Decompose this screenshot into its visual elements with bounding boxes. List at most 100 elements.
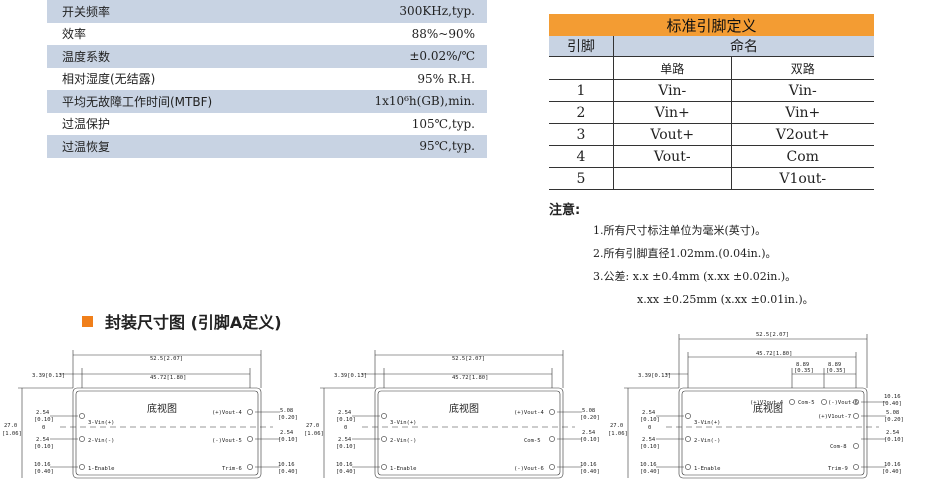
spec-row: 效率 88%~90% (47, 23, 487, 46)
pin-single: Vin- (613, 79, 732, 102)
package-drawing-1: 52.5[2.07] 45.72[1.80] 3.39[0.13] 27.0 [… (2, 350, 298, 479)
package-drawing-2: 52.5[2.07] 45.72[1.80] 3.39[0.13] 27.0 [… (304, 350, 600, 479)
pin-number: 1 (549, 79, 614, 102)
pin-label: (+)Vout-4 (514, 410, 544, 416)
pin-label: 1-Enable (694, 466, 721, 472)
dim-label: [0.20] (278, 415, 298, 421)
pin-label: Com-5 (524, 438, 541, 444)
note-line: 1.所有尺寸标注单位为毫米(英寸)。 (593, 224, 767, 237)
dim-label: [0.10] (580, 437, 600, 443)
dim-label: 2.54 (338, 437, 352, 443)
dim-label: 2.54 (886, 430, 900, 436)
dim-label: 10.16 (34, 462, 51, 468)
note-line: 3.公差: x.x ±0.4mm (x.xx ±0.02in.)。 (593, 270, 797, 283)
pin-label: 1-Enable (88, 466, 115, 472)
dim-label: 2.54 (642, 410, 656, 416)
dim-label: [0.10] (884, 437, 904, 443)
pin-single (613, 167, 732, 190)
dim-label: 10.16 (640, 462, 657, 468)
spec-value: 300KHz,typ. (399, 4, 475, 19)
spec-value: 1x10⁶h(GB),min. (374, 94, 475, 109)
dim-offset: 3.39[0.13] (334, 373, 367, 379)
pin-label: 1-Enable (390, 466, 417, 472)
col-dual: 双路 (731, 56, 874, 80)
pin-label: Com-8 (830, 444, 847, 450)
pin-label: (+)V2out-4 (750, 400, 784, 406)
dim-height-in: [1.06] (304, 431, 324, 437)
col-single: 单路 (613, 56, 732, 80)
pin-single: Vout- (613, 145, 732, 168)
dim-label: [0.35] (826, 368, 846, 374)
dim-label: [0.40] (278, 469, 298, 475)
pin-label: 2-Vin(-) (694, 438, 721, 444)
spec-value: 88%~90% (411, 26, 475, 41)
pin-label: 3-Vin(+) (694, 420, 721, 426)
bottom-view-label: 底视图 (753, 402, 783, 415)
spec-label: 过温恢复 (62, 139, 111, 154)
package-drawing-3: 52.5[2.07] 45.72[1.80] 3.39[0.13] 27.0 [… (608, 332, 904, 479)
pin-label: 2-Vin(-) (88, 438, 115, 444)
dim-height: 27.0 (610, 423, 623, 429)
dim-label: [0.40] (34, 469, 54, 475)
pin-dual: V2out+ (731, 123, 874, 146)
spec-row: 过温保护 105℃,typ. (47, 113, 487, 136)
spec-row: 温度系数±0.02%/℃ (47, 45, 487, 68)
spec-value: 105℃,typ. (411, 116, 475, 131)
dim-label: 10.16 (580, 462, 597, 468)
spec-row: 平均无故障工作时间(MTBF) 1x10⁶h(GB),min. (47, 90, 487, 113)
dim-label: 2.54 (338, 410, 352, 416)
spec-label: 平均无故障工作时间(MTBF) (62, 94, 213, 109)
dim-label: 8.89 (828, 362, 841, 368)
dim-label: [0.10] (640, 417, 660, 423)
spec-label: 过温保护 (62, 117, 111, 132)
dim-label: 2.54 (582, 430, 596, 436)
dim-height-in: [1.06] (608, 431, 628, 437)
dim-label: 10.16 (884, 462, 901, 468)
dim-label: 5.08 (886, 410, 899, 416)
pin-label: Trim-6 (222, 466, 242, 472)
section-heading: 封装尺寸图 (引脚A定义) (82, 309, 282, 333)
notes-title: 注意: (549, 203, 581, 218)
pin-label: (-)Vout-5 (212, 438, 242, 444)
dim-label: 0 (344, 425, 347, 431)
pin-label: (-)Vout-6 (828, 400, 858, 406)
spec-value: 95% R.H. (417, 71, 475, 86)
pin-label: 2-Vin(-) (390, 438, 417, 444)
spec-row: 相对湿度(无结露) 95% R.H. (47, 68, 487, 91)
pin-dual: Com (731, 145, 874, 168)
dim-label: [0.10] (336, 417, 356, 423)
note-line: x.xx ±0.25mm (x.xx ±0.01in.)。 (637, 293, 814, 306)
section-title: 封装尺寸图 (引脚A定义) (105, 313, 282, 332)
pin-single: Vin+ (613, 101, 732, 124)
bullet-square-icon (82, 315, 93, 327)
dim-width: 52.5[2.07] (150, 356, 183, 362)
dim-label: 10.16 (884, 394, 901, 400)
dim-width: 52.5[2.07] (452, 356, 485, 362)
dim-label: [0.40] (580, 469, 600, 475)
bottom-view-label: 底视图 (147, 402, 177, 415)
dim-height: 27.0 (4, 423, 17, 429)
pin-label: (+)Vout-4 (212, 410, 242, 416)
dim-label: 2.54 (36, 437, 50, 443)
notes: 注意: 1.所有尺寸标注单位为毫米(英寸)。 2.所有引脚直径1.02mm.(0… (549, 203, 814, 311)
pin-label: (-)Vout-6 (514, 466, 544, 472)
dim-label: [0.40] (640, 469, 660, 475)
pin-number: 3 (549, 123, 614, 146)
dim-label: 10.16 (336, 462, 353, 468)
spec-label: 相对湿度(无结露) (62, 72, 156, 87)
dim-label: [0.40] (882, 401, 902, 407)
dim-label: [0.40] (882, 469, 902, 475)
pin-label: 3-Vin(+) (88, 420, 115, 426)
dim-label: [0.10] (640, 444, 660, 450)
dim-height: 27.0 (306, 423, 319, 429)
note-line: 2.所有引脚直径1.02mm.(0.04in.)。 (593, 247, 777, 260)
dim-label: 2.54 (36, 410, 50, 416)
bottom-view-label: 底视图 (449, 402, 479, 415)
dim-offset: 3.39[0.13] (638, 373, 671, 379)
pin-number: 4 (549, 145, 614, 168)
spec-label: 效率 (62, 27, 87, 42)
dim-height-in: [1.06] (2, 431, 22, 437)
